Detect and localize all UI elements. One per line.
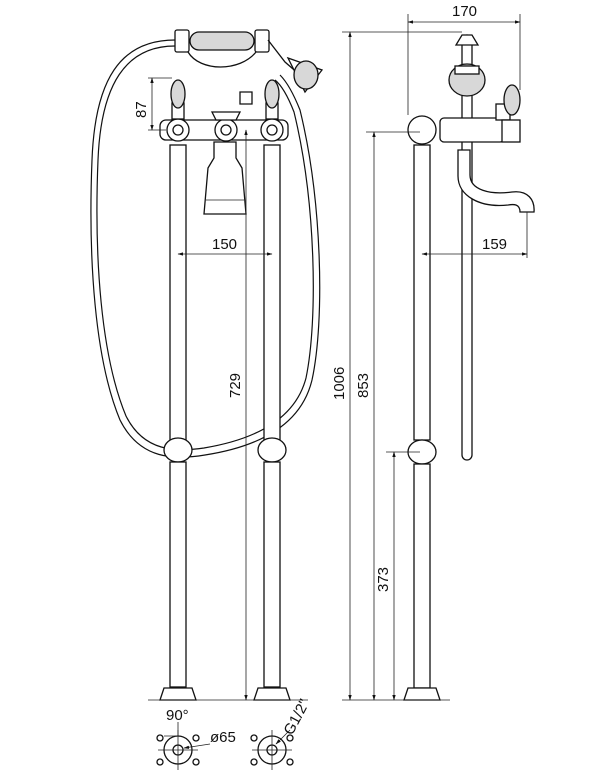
shower-hose (90, 39, 321, 458)
right-leg-upper (263, 144, 281, 441)
diverter (210, 91, 253, 142)
hand-shower (174, 29, 324, 94)
side-view (396, 34, 535, 701)
dim-valve-height: 87 (133, 101, 150, 118)
dim-base-angle: 90° (166, 707, 189, 724)
hot-valve (166, 79, 190, 142)
front-view (90, 29, 324, 701)
base-flange-left (156, 730, 200, 770)
dim-base-diameter: ø65 (210, 729, 236, 746)
dim-leg-spacing: 150 (212, 236, 237, 253)
cold-valve (260, 79, 284, 142)
spout (203, 141, 247, 215)
dim-ball-height: 373 (375, 567, 392, 592)
base-flange-right (250, 730, 294, 770)
dim-overall-depth: 170 (452, 3, 477, 20)
dim-total-height: 1006 (331, 367, 348, 400)
right-leg-lower (263, 461, 281, 688)
dim-thread-size: G1/2" (281, 696, 314, 737)
dim-spout-reach: 159 (482, 236, 507, 253)
left-leg-lower (169, 461, 187, 688)
dim-leg-height: 729 (227, 373, 244, 398)
dim-spout-height: 853 (355, 373, 372, 398)
left-leg-upper (169, 144, 187, 441)
